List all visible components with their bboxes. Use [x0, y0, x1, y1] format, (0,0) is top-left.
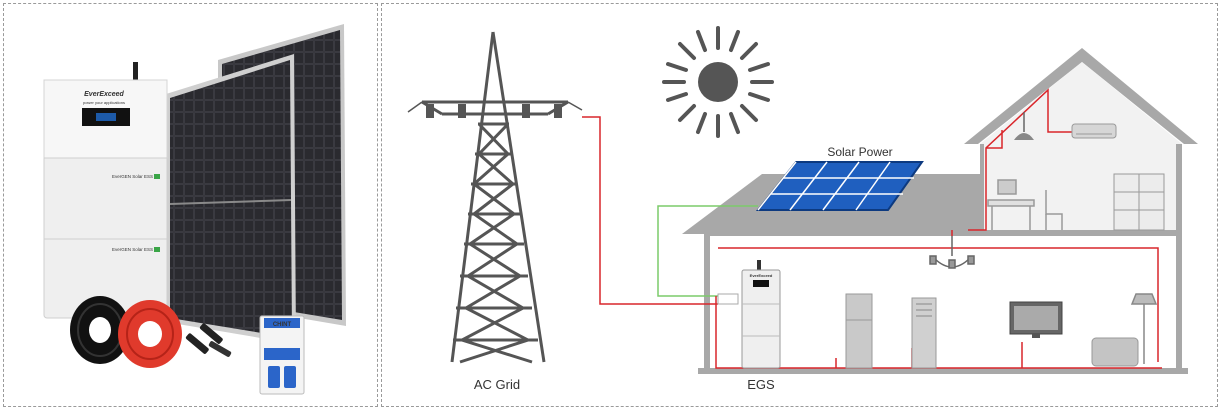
red-cable-coil: [118, 300, 182, 368]
breaker-brand: CHINT: [273, 322, 292, 328]
solar-panel-front: [166, 54, 296, 344]
chair-icon: [1045, 190, 1063, 230]
roof-solar-panel-icon: [755, 161, 924, 211]
egs-unit-brand: EverExceed: [750, 273, 773, 278]
egs-unit-icon: EverExceed: [741, 260, 781, 369]
black-cable-coil: [70, 296, 130, 364]
egs-label: EGS: [747, 377, 775, 392]
solar-dc-wire: [657, 205, 758, 297]
solar-power-label: Solar Power: [827, 145, 892, 159]
system-diagram: AC Grid Solar Power: [407, 26, 1198, 392]
system-diagram-panel: AC Grid Solar Power: [381, 3, 1218, 407]
chandelier-icon: [929, 236, 975, 269]
air-purifier-icon: [911, 297, 937, 369]
refrigerator-icon: [845, 293, 873, 369]
product-kit-illustration: EverExceed power your applications EverG…: [43, 24, 346, 395]
ceiling-lamp-icon: [1014, 112, 1034, 140]
cabinet-brand: EverExceed: [84, 91, 124, 98]
house-wiring: [715, 88, 1162, 369]
floor-lamp-icon: [1130, 293, 1158, 364]
sun-icon: [662, 26, 774, 138]
product-kit-panel: EverExceed power your applications EverG…: [3, 3, 378, 407]
air-conditioner-icon: [1071, 123, 1117, 139]
desk-icon: [987, 179, 1035, 230]
circuit-breaker: CHINT: [259, 315, 305, 395]
power-cable-icon: [133, 62, 138, 80]
status-led-icon: [154, 174, 160, 179]
grid-label: AC Grid: [474, 377, 520, 392]
armchair-icon: [1091, 337, 1139, 367]
grid-ac-wire: [582, 116, 718, 305]
television-icon: [1009, 301, 1063, 338]
bookshelf-icon: [1113, 173, 1165, 231]
cabinet-tagline: power your applications: [83, 100, 125, 105]
transmission-tower-icon: [407, 31, 583, 364]
module-label-1: EverGEN Solar ESS: [112, 174, 153, 179]
insulator-icons: [426, 104, 562, 118]
status-led-icon: [154, 247, 160, 252]
module-label-2: EverGEN Solar ESS: [112, 247, 153, 252]
energy-storage-cabinet: EverExceed power your applications EverG…: [43, 62, 168, 319]
mc4-connectors: [185, 323, 232, 357]
wall-socket-icon: [717, 293, 739, 305]
